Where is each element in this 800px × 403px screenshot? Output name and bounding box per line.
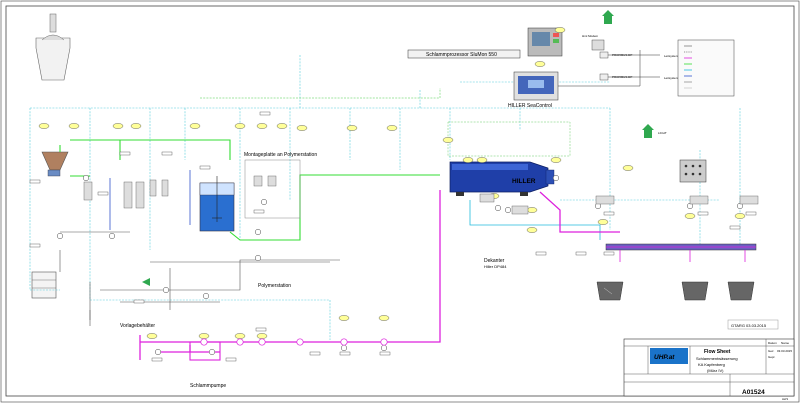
dekanter-title: Dekanter [484, 258, 505, 264]
drawing-number: A01524 [742, 389, 765, 396]
off-sheet-arrow-bottom-icon [142, 278, 150, 286]
polymer-lines [59, 139, 440, 241]
blue-supply-line [109, 170, 191, 230]
legend-box [677, 39, 735, 97]
control-title: HILLER SeaControl [508, 103, 552, 109]
montage-plate [244, 159, 301, 219]
polymer-tank [199, 176, 235, 232]
off-sheet-arrow-icon [602, 10, 614, 24]
fluss-label: LICHT [658, 131, 667, 135]
stamp-box [727, 319, 779, 330]
tag-boxes [29, 111, 757, 362]
decanter-brand: HILLER [512, 178, 536, 185]
fluss-arrow-icon [642, 124, 654, 138]
hmi-modem [591, 39, 605, 51]
ibc-container [31, 271, 57, 299]
title-block [623, 338, 795, 397]
inner-frame [5, 5, 795, 397]
polymer-title: Polymerstation [258, 283, 291, 289]
instrument-tags [38, 27, 746, 339]
cyan-filtrate-line [469, 200, 601, 240]
container-1 [596, 281, 624, 301]
profibus-box-1 [599, 51, 609, 59]
drawn-label: Gez. [768, 349, 775, 353]
instrument-bubbles [56, 174, 744, 356]
control-cabinet [513, 71, 559, 101]
date-label: Datum [768, 341, 777, 345]
screw-conveyor [605, 243, 757, 251]
montage-title: Montageplatte an Polymerstation [244, 152, 317, 158]
sludge-drop-lines [619, 250, 746, 262]
monitor-title: Schlammprozessor SluMon 550 [426, 52, 497, 58]
line-valves [200, 338, 388, 346]
page-mark: A2/1 [782, 397, 789, 401]
decanter: HILLER [449, 161, 555, 196]
sludge-silo [35, 13, 71, 81]
leitsystem-label-2: Leitsystem [664, 76, 679, 80]
dosing-screw [47, 169, 61, 177]
container-3 [727, 281, 755, 301]
vorlage-title: Vorlagebehälter [120, 323, 155, 329]
title-line-1: Schlammentwässerung [696, 356, 738, 361]
decanter-sensor-box [447, 121, 571, 157]
profibus-box-2 [599, 73, 609, 81]
dosing-hopper [41, 151, 69, 171]
monitor-box [407, 49, 521, 59]
water-lines [59, 231, 340, 326]
hmi-label: Hmi Modem [582, 34, 599, 38]
checked-label: Gepr. [768, 355, 776, 359]
title-line-2: KA Kapfenberg [698, 362, 725, 367]
green-dashed-top [200, 88, 441, 99]
dekanter-model: Hiller DP484 [484, 264, 507, 269]
leitsystem-label-1: Leitsystem [664, 54, 679, 58]
container-2 [681, 281, 709, 301]
pumpe-title: Schlammpumpe [190, 383, 226, 389]
date-value: 03.03.2015 [777, 349, 792, 353]
operator-panel [527, 27, 563, 57]
stamp-text: GTARG 03.03.2015 [731, 323, 767, 328]
name-label: Name [781, 341, 789, 345]
analyzer-panel [679, 159, 707, 183]
title-line-3: (Mürz IV) [707, 368, 724, 373]
flow-sheet-title: Flow Sheet [704, 349, 731, 355]
bus-lines [558, 50, 660, 87]
company-logo: UHP.at [654, 354, 675, 361]
equipment-blocks [83, 175, 759, 215]
